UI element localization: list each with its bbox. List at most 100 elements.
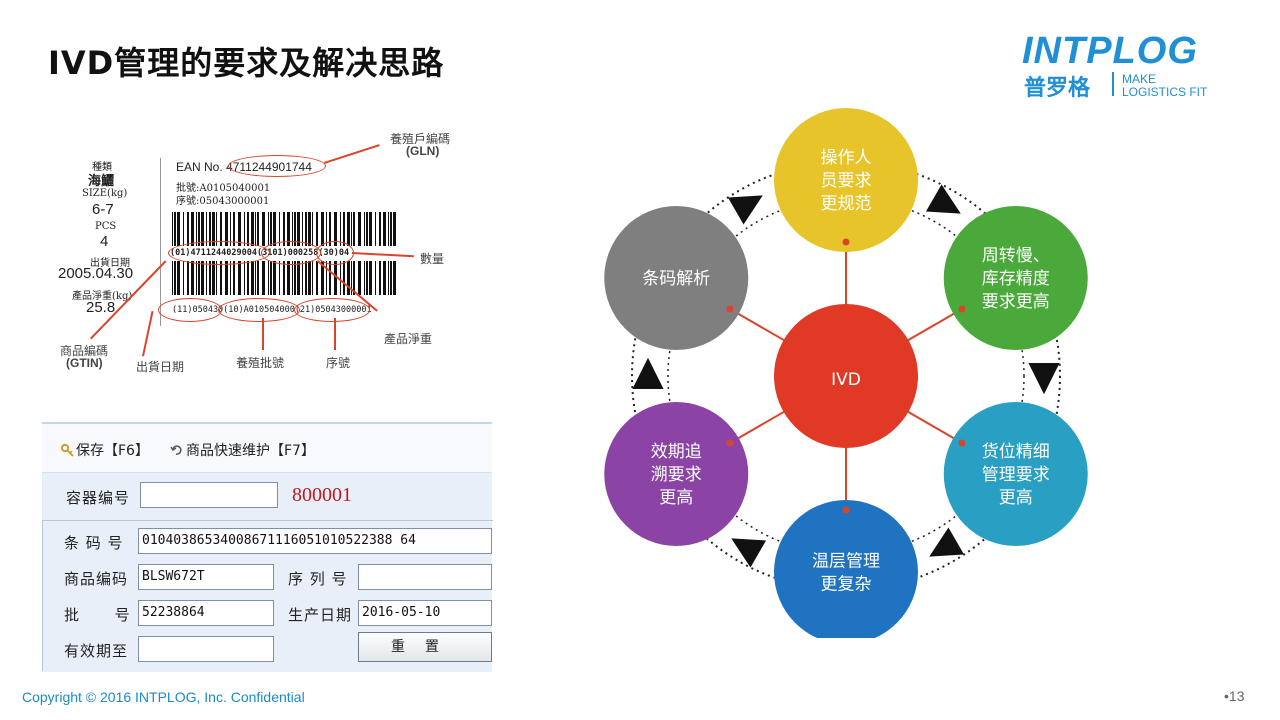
barcode-bar (198, 261, 200, 295)
node-circle (943, 402, 1088, 546)
barcode-bar (305, 212, 307, 246)
barcode-bar (187, 261, 189, 295)
ellipse-ean (228, 155, 326, 177)
container-label: 容器编号 (66, 489, 131, 507)
barcode-bar (206, 261, 207, 295)
node-label: 更高 (999, 488, 1033, 508)
quick-maintain-button[interactable]: 商品快速维护【F7】 (170, 440, 315, 460)
barcode-bar (220, 212, 222, 246)
barcode-bar (379, 261, 381, 295)
barcode-bar (343, 261, 345, 295)
save-button-label: 保存【F6】 (76, 443, 149, 459)
barcode-bar (233, 212, 235, 246)
expiry-input[interactable] (138, 636, 274, 662)
barcode-bar (321, 261, 324, 295)
node-label: 货位精细 (982, 442, 1050, 462)
key-icon (60, 443, 74, 457)
barcode-bar (308, 261, 311, 295)
node-circle (604, 402, 749, 546)
barcode-label-image: 種類 海鱺 SIZE(kg) 6-7 PCS 4 出貨日期 2005.04.30… (50, 124, 490, 394)
barcode-bar (358, 212, 361, 246)
node-circle (774, 500, 918, 644)
barcode-bar (353, 212, 355, 246)
batch-label: 批 号 (64, 606, 131, 624)
barcode-bar (297, 212, 300, 246)
annotation-qty: 數量 (420, 252, 445, 266)
barcode-bar (375, 212, 376, 246)
product-code-input[interactable]: BLSW672T (138, 564, 274, 590)
barcode-bar (312, 261, 313, 295)
barcode-bar (388, 261, 389, 295)
barcode-bar (326, 212, 327, 246)
production-date-input[interactable]: 2016-05-10 (358, 600, 492, 626)
reset-button[interactable]: 重置 (358, 632, 492, 662)
barcode-bar (244, 212, 245, 246)
barcode-bar (375, 261, 376, 295)
barcode-bar (302, 212, 303, 246)
barcode-bar (191, 261, 194, 295)
barcode-bar (369, 212, 372, 246)
spoke-dot (958, 439, 966, 447)
page-title: IVD管理的要求及解决思路 (48, 44, 445, 82)
batch-input[interactable]: 52238864 (138, 600, 274, 626)
barcode-bar (212, 212, 215, 246)
barcode-label: 条 码 号 (64, 534, 124, 552)
footer-copyright: Copyright © 2016 INTPLOG, Inc. Confident… (22, 689, 305, 705)
cycle-arrow-icon (929, 527, 965, 557)
ellipse-batch (218, 298, 300, 322)
node-label: 周转慢、 (982, 245, 1050, 266)
logo-tagline-2: LOGISTICS FIT (1122, 85, 1208, 99)
node-label: 效期追 (651, 442, 702, 462)
label-net-weight-value: 25.8 (86, 299, 116, 316)
production-date-label: 生产日期 (288, 606, 353, 624)
barcode-bar (216, 261, 217, 295)
barcode-bar (292, 212, 293, 246)
barcode-bar (308, 212, 311, 246)
barcode-bar (187, 212, 189, 246)
annotation-gln-2: (GLN) (406, 144, 440, 158)
label-serial-line: 序號:05043000001 (176, 196, 270, 207)
barcode-bar (379, 212, 381, 246)
annotation-gtin-2: (GTIN) (66, 356, 103, 370)
label-kind-label: 種類 (92, 162, 112, 173)
barcode-bar (366, 212, 368, 246)
serial-input[interactable] (358, 564, 492, 590)
expiry-label: 有效期至 (64, 642, 129, 660)
barcode-bar (329, 212, 331, 246)
barcode-bar (268, 261, 269, 295)
cycle-arrow-icon (925, 184, 961, 214)
label-size-value: 6-7 (92, 201, 114, 218)
barcode-bar (212, 261, 215, 295)
container-input[interactable] (140, 482, 278, 508)
barcode-bar (364, 212, 365, 246)
leader-batch (262, 318, 264, 350)
label-ship-date-value: 2005.04.30 (58, 265, 134, 282)
barcode-bar (183, 261, 184, 295)
serial-label: 序 列 号 (288, 570, 348, 588)
spoke-dot (842, 238, 850, 246)
barcode-bar (305, 261, 307, 295)
barcode-bar (191, 212, 194, 246)
barcode-bar (294, 212, 296, 246)
barcode-bar (279, 261, 280, 295)
ellipse-serial (294, 298, 370, 322)
barcode-bar (177, 212, 180, 246)
barcode-bar (244, 261, 245, 295)
barcode-bar (353, 261, 355, 295)
barcode-bar (209, 212, 211, 246)
barcode-bar (183, 212, 184, 246)
barcode-bar (316, 261, 318, 295)
cycle-arrow-icon (1028, 363, 1060, 395)
annotation-serial: 序號 (326, 356, 351, 370)
annotation-gln-1: 養殖戶編碼 (390, 132, 451, 146)
leader-gln (324, 144, 380, 164)
barcode-input[interactable]: 01040386534008671116051010522388 64 (138, 528, 492, 554)
barcode-bar (177, 261, 180, 295)
label-pcs-label: PCS (95, 221, 117, 232)
leader-serial (334, 318, 336, 350)
barcode-bar (334, 261, 337, 295)
save-button[interactable]: 保存【F6】 (60, 440, 149, 460)
node-label: 更复杂 (821, 575, 872, 595)
